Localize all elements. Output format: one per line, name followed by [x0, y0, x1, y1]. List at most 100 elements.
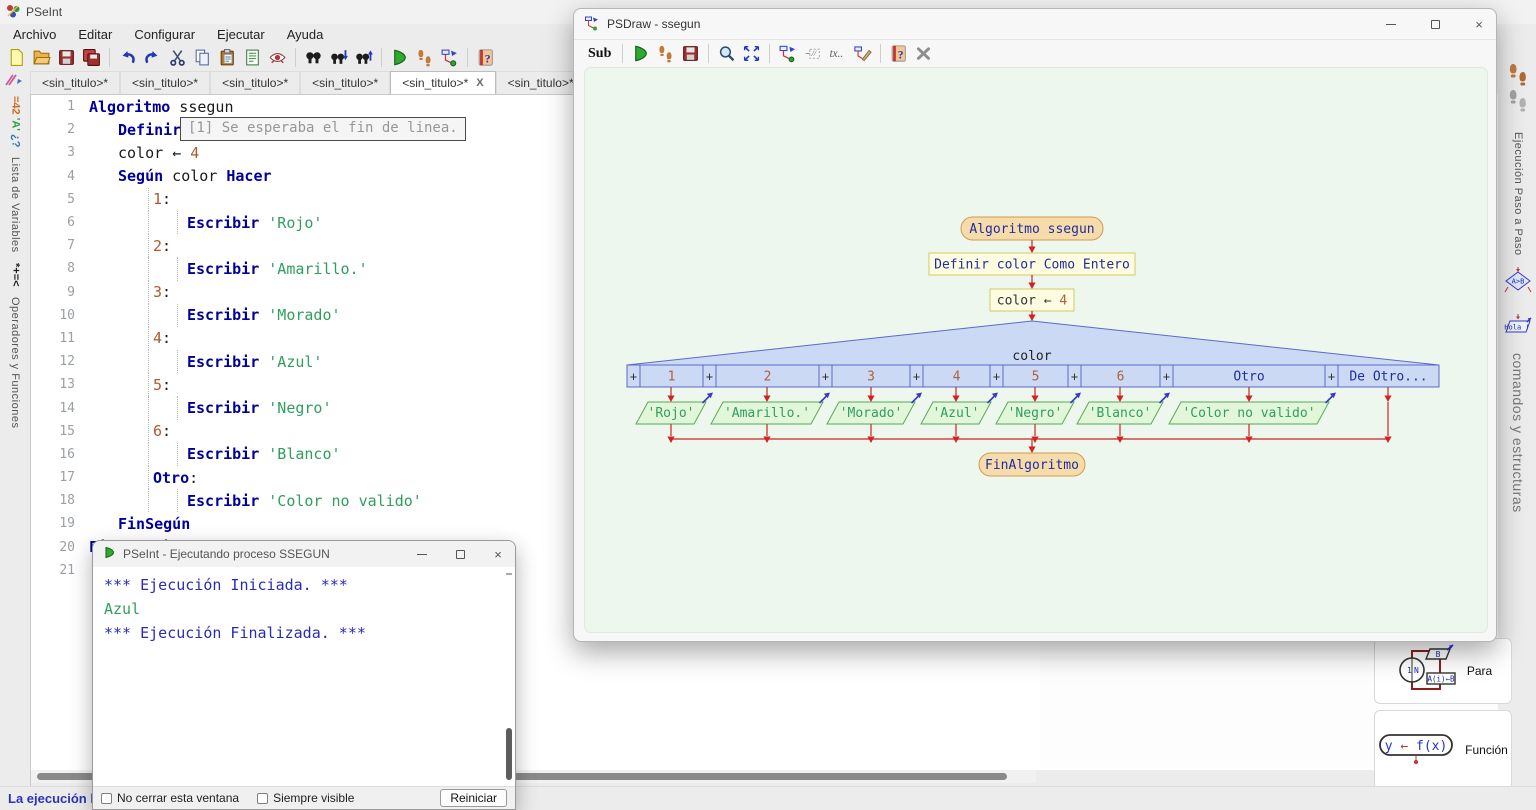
operators-icon[interactable]: *+=< [10, 263, 21, 287]
editor-tab-4[interactable]: <sin_titulo>* [300, 71, 390, 94]
zoom-button[interactable] [714, 42, 739, 65]
close-button[interactable]: × [491, 547, 505, 561]
flow-case-label[interactable]: 5 [1032, 370, 1040, 385]
flow-output-label[interactable]: 'Blanco' [1089, 406, 1152, 421]
editor-tab-3[interactable]: <sin_titulo>* [210, 71, 300, 94]
flow-shape[interactable] [1028, 447, 1035, 454]
flow-shape[interactable] [952, 396, 959, 403]
flow-case-label[interactable]: 4 [953, 370, 961, 385]
flow-output-label[interactable]: 'Morado' [840, 406, 903, 421]
scrollbar-thumb[interactable] [506, 728, 512, 780]
console-titlebar[interactable]: PSeInt - Ejecutando proceso SSEGUN × [93, 541, 515, 567]
always-visible-checkbox[interactable] [257, 793, 268, 804]
subprocess-button[interactable]: Sub [582, 46, 617, 62]
palette-cell-funcion[interactable]: y ← f(x) Función [1374, 710, 1512, 790]
always-visible-checkbox-row[interactable]: Siempre visible [257, 791, 354, 805]
no-close-checkbox[interactable] [101, 793, 112, 804]
flow-shape[interactable] [1245, 437, 1252, 444]
editor-tab-5[interactable]: <sin_titulo>*X [390, 71, 495, 94]
restart-button[interactable]: Reiniciar [440, 789, 507, 807]
comment-button[interactable]: // [800, 42, 825, 65]
paste-button[interactable] [215, 46, 240, 69]
flow-output-label[interactable]: 'Color no valido' [1182, 406, 1315, 421]
flow-case-label[interactable]: 1 [668, 370, 676, 385]
flow-shape[interactable] [763, 437, 770, 444]
run-until-button[interactable] [437, 46, 462, 69]
sidebar-item-operadores-y-funciones[interactable]: Operadores y Funciones [9, 297, 21, 428]
close-button[interactable] [911, 42, 936, 65]
flow-shape[interactable] [1116, 437, 1123, 444]
menu-item-ayuda[interactable]: Ayuda [276, 25, 335, 44]
no-close-checkbox-row[interactable]: No cerrar esta ventana [101, 791, 239, 805]
find-button[interactable] [301, 46, 326, 69]
flow-selector-label[interactable]: color [1012, 349, 1051, 364]
flow-shape[interactable] [1028, 315, 1035, 322]
sidebar-item-lista-de-variables[interactable]: Lista de Variables [9, 157, 21, 253]
flow-shape[interactable] [1116, 396, 1123, 403]
flow-case-label[interactable]: Otro [1233, 370, 1264, 385]
save-all-button[interactable] [79, 46, 104, 69]
move-shape-button[interactable] [775, 42, 800, 65]
redo-button[interactable] [140, 46, 165, 69]
preview-button[interactable] [265, 46, 290, 69]
flow-shape[interactable] [952, 437, 959, 444]
format-button[interactable] [240, 46, 265, 69]
flow-shape[interactable] [1384, 396, 1391, 403]
flow-assign-label[interactable]: color ← 4 [997, 294, 1068, 309]
close-button[interactable]: × [1472, 17, 1486, 31]
find-next-button[interactable] [326, 46, 351, 69]
menu-item-archivo[interactable]: Archivo [2, 25, 67, 44]
fit-button[interactable] [739, 42, 764, 65]
scroll-up-indicator[interactable] [506, 573, 512, 575]
flow-output-label[interactable]: 'Rojo' [648, 406, 695, 421]
save-button[interactable] [678, 42, 703, 65]
flow-define-label[interactable]: Definir color Como Entero [934, 258, 1130, 273]
sidebar-item-ejecucion-paso-a-paso[interactable]: Ejecución Paso a Paso [1512, 132, 1524, 256]
palette-cell-para[interactable]: 1NBA(i)←B Para [1374, 638, 1512, 704]
flow-shape[interactable] [1031, 396, 1038, 403]
run-button[interactable] [628, 42, 653, 65]
flow-shape[interactable] [667, 396, 674, 403]
open-file-button[interactable] [29, 46, 54, 69]
step-button[interactable] [653, 42, 678, 65]
edit-shape-button[interactable] [850, 42, 875, 65]
flow-shape[interactable] [867, 437, 874, 444]
flow-shape[interactable] [1384, 437, 1391, 444]
menu-item-ejecutar[interactable]: Ejecutar [206, 25, 276, 44]
new-file-button[interactable] [4, 46, 29, 69]
menu-item-configurar[interactable]: Configurar [123, 25, 206, 44]
flowchart-canvas[interactable]: Algoritmo ssegunDefinir color Como Enter… [584, 67, 1488, 633]
flow-start-label[interactable]: Algoritmo ssegun [969, 222, 1094, 237]
undo-button[interactable] [115, 46, 140, 69]
footprints-icon[interactable] [1507, 62, 1529, 123]
minimize-button[interactable] [1384, 17, 1398, 31]
flow-case-label[interactable]: 6 [1117, 370, 1125, 385]
save-button[interactable] [54, 46, 79, 69]
flow-shape[interactable] [1245, 396, 1252, 403]
flow-shape[interactable] [763, 396, 770, 403]
menu-item-editar[interactable]: Editar [67, 25, 123, 44]
maximize-button[interactable] [1428, 17, 1442, 31]
flow-shape[interactable] [667, 437, 674, 444]
flow-output-label[interactable]: 'Amarillo.' [724, 406, 810, 421]
editor-tab-1[interactable]: <sin_titulo>* [30, 71, 120, 94]
sidebar-item-comandos-y-estructuras[interactable]: comandos y estructuras [1510, 353, 1526, 513]
flow-shape[interactable] [867, 396, 874, 403]
flow-case-label[interactable]: 3 [867, 370, 875, 385]
copy-button[interactable] [190, 46, 215, 69]
flow-output-label[interactable]: 'Azul' [933, 406, 980, 421]
minimize-button[interactable] [415, 547, 429, 561]
flow-case-label[interactable]: 2 [764, 370, 772, 385]
run-button[interactable] [387, 46, 412, 69]
tab-close-icon[interactable]: X [476, 77, 483, 89]
help-button[interactable]: ? [473, 46, 498, 69]
variable-types-icon[interactable]: =42 'A' ¿? [10, 96, 21, 147]
cut-button[interactable] [165, 46, 190, 69]
flow-case-label[interactable]: De Otro... [1349, 370, 1427, 385]
maximize-button[interactable] [453, 547, 467, 561]
output-shape-icon[interactable]: Hola ! [1503, 313, 1533, 344]
flow-shape[interactable] [1028, 283, 1035, 290]
flow-output-label[interactable]: 'Negro' [1008, 406, 1063, 421]
step-button[interactable] [412, 46, 437, 69]
find-prev-button[interactable] [351, 46, 376, 69]
